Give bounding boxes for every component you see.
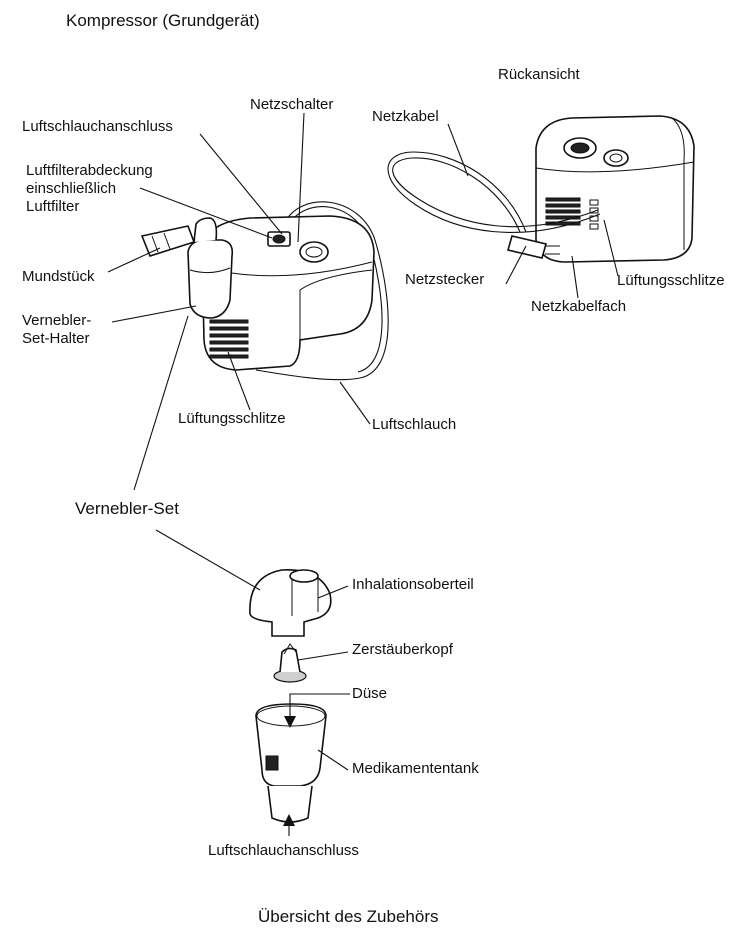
label-luftschlauchanschluss-bottom: Luftschlauchanschluss — [208, 842, 359, 859]
main-compressor — [140, 201, 389, 381]
compressor-title: Kompressor (Grundgerät) — [66, 11, 260, 30]
nebulizer-set-title: Vernebler-Set — [75, 499, 179, 518]
label-netzschalter: Netzschalter — [250, 96, 334, 113]
label-halter-line2: Set-Halter — [22, 330, 90, 347]
label-netzkabel: Netzkabel — [372, 108, 439, 125]
rear-view-compressor — [535, 115, 695, 263]
label-luftfilter-line1: Luftfilterabdeckung — [26, 162, 153, 179]
label-halter-line1: Vernebler- — [22, 312, 92, 329]
footer-title: Übersicht des Zubehörs — [258, 907, 439, 926]
leader-lines — [107, 112, 619, 836]
label-luftschlauch: Luftschlauch — [372, 416, 457, 433]
duese-arrow-icon — [284, 716, 296, 728]
label-luftschlauchanschluss-top: Luftschlauchanschluss — [22, 118, 173, 135]
label-mundstueck: Mundstück — [22, 268, 95, 285]
label-luftfilter-line3: Luftfilter — [26, 198, 80, 215]
connector-arrow-icon — [283, 814, 295, 826]
label-luftfilter-line2: einschließlich — [26, 180, 117, 197]
label-duese: Düse — [352, 685, 388, 702]
nebulizer-set — [249, 569, 332, 823]
label-zerstaeuberkopf: Zerstäuberkopf — [352, 641, 453, 658]
rear-view-title: Rückansicht — [498, 66, 580, 83]
label-netzkabelfach: Netzkabelfach — [531, 298, 627, 315]
label-lueftungsschlitze-rear: Lüftungsschlitze — [617, 272, 725, 289]
label-medikamententank: Medikamententank — [352, 760, 479, 777]
label-lueftungsschlitze-front: Lüftungsschlitze — [178, 410, 286, 427]
label-netzstecker: Netzstecker — [405, 271, 485, 288]
power-cable — [387, 151, 601, 259]
label-inhalationsoberteil: Inhalationsoberteil — [352, 576, 474, 593]
